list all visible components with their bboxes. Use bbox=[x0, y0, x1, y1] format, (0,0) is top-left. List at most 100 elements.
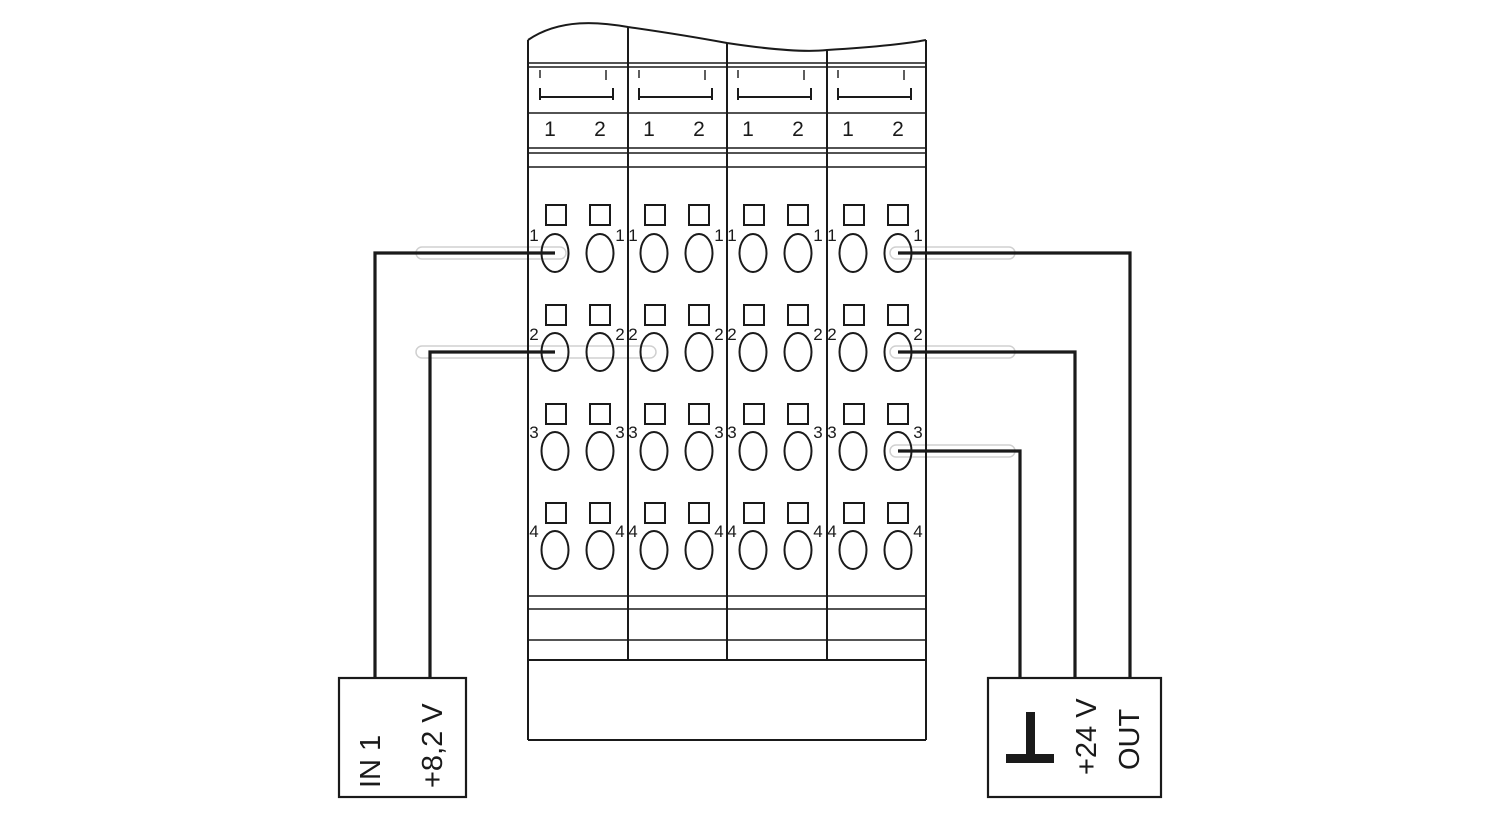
terminal-clamp[interactable] bbox=[684, 530, 714, 570]
terminal-number: 1 bbox=[913, 226, 922, 245]
test-point bbox=[589, 204, 611, 226]
terminal-number: 1 bbox=[813, 226, 822, 245]
wires bbox=[373, 251, 1132, 678]
test-point bbox=[644, 502, 666, 524]
input-label-voltage: +8,2 V bbox=[417, 703, 449, 788]
test-point bbox=[743, 502, 765, 524]
terminal-clamp[interactable] bbox=[540, 530, 570, 570]
terminal-clamp[interactable] bbox=[684, 332, 714, 372]
test-point bbox=[545, 204, 567, 226]
terminal-number: 2 bbox=[529, 325, 538, 344]
bridge-jumper-icon bbox=[837, 70, 912, 100]
terminal-number: 3 bbox=[714, 423, 723, 442]
terminal-clamp[interactable] bbox=[585, 332, 615, 372]
terminal-row: 2 2 bbox=[529, 304, 625, 372]
test-point bbox=[843, 304, 865, 326]
terminal-clamp[interactable] bbox=[639, 431, 669, 471]
terminal-clamp[interactable] bbox=[783, 530, 813, 570]
test-point bbox=[787, 304, 809, 326]
terminal-clamp[interactable] bbox=[883, 530, 913, 570]
terminal-clamp[interactable] bbox=[738, 530, 768, 570]
terminal-clamp[interactable] bbox=[738, 332, 768, 372]
module: 1 2 1 1 2 2 3 3 bbox=[628, 70, 724, 570]
module: 1 2 1 1 2 2 3 3 bbox=[827, 70, 923, 570]
wire-in1 bbox=[373, 251, 555, 678]
test-point bbox=[644, 204, 666, 226]
header-label: 2 bbox=[792, 118, 804, 141]
output-label-out: OUT bbox=[1114, 709, 1146, 771]
terminal-number: 4 bbox=[827, 522, 836, 541]
terminal-number: 2 bbox=[714, 325, 723, 344]
test-point bbox=[545, 502, 567, 524]
terminal-clamp[interactable] bbox=[585, 530, 615, 570]
test-point bbox=[644, 304, 666, 326]
terminal-number: 1 bbox=[827, 226, 836, 245]
terminal-number: 4 bbox=[628, 522, 637, 541]
terminal-clamp[interactable] bbox=[838, 332, 868, 372]
terminal-block-housing bbox=[527, 22, 927, 741]
test-point bbox=[787, 204, 809, 226]
terminal-number: 2 bbox=[913, 325, 922, 344]
test-point bbox=[787, 502, 809, 524]
terminal-row: 2 2 bbox=[628, 304, 724, 372]
test-point bbox=[688, 204, 710, 226]
terminal-clamp[interactable] bbox=[639, 332, 669, 372]
terminal-row: 4 4 bbox=[727, 502, 823, 570]
test-point bbox=[743, 204, 765, 226]
terminal-number: 2 bbox=[813, 325, 822, 344]
test-point bbox=[743, 304, 765, 326]
terminal-clamp[interactable] bbox=[540, 431, 570, 471]
terminal-row: 2 2 bbox=[727, 304, 823, 372]
wire-out bbox=[898, 251, 1132, 678]
terminal-clamp[interactable] bbox=[639, 233, 669, 273]
terminal-clamp[interactable] bbox=[783, 431, 813, 471]
test-point bbox=[688, 403, 710, 425]
test-point bbox=[887, 304, 909, 326]
terminal-number: 4 bbox=[714, 522, 723, 541]
terminal-clamp[interactable] bbox=[639, 530, 669, 570]
bridge-jumper-icon bbox=[737, 70, 812, 100]
terminal-row: 4 4 bbox=[827, 502, 923, 570]
terminal-clamp[interactable] bbox=[684, 431, 714, 471]
test-point bbox=[688, 502, 710, 524]
terminal-clamp[interactable] bbox=[838, 431, 868, 471]
terminal-number: 1 bbox=[529, 226, 538, 245]
header-label: 2 bbox=[892, 118, 904, 141]
bridge-jumper-icon bbox=[539, 70, 614, 100]
terminal-row: 2 2 bbox=[827, 304, 923, 372]
input-device-box bbox=[337, 676, 468, 799]
terminal-number: 3 bbox=[529, 423, 538, 442]
terminal-number: 3 bbox=[913, 423, 922, 442]
terminal-number: 2 bbox=[615, 325, 624, 344]
header-label: 1 bbox=[842, 118, 854, 141]
wire-24v bbox=[898, 350, 1077, 678]
terminal-number: 2 bbox=[628, 325, 637, 344]
terminal-clamp[interactable] bbox=[783, 332, 813, 372]
terminal-clamp[interactable] bbox=[585, 431, 615, 471]
terminal-clamp[interactable] bbox=[738, 431, 768, 471]
ground-icon bbox=[1006, 712, 1054, 763]
terminal-clamp[interactable] bbox=[738, 233, 768, 273]
header-label: 1 bbox=[544, 118, 556, 141]
terminal-clamp[interactable] bbox=[684, 233, 714, 273]
terminal-row: 3 3 bbox=[628, 403, 724, 471]
terminal-clamp[interactable] bbox=[838, 233, 868, 273]
test-point bbox=[843, 502, 865, 524]
terminal-row: 3 3 bbox=[529, 403, 625, 471]
test-point bbox=[688, 304, 710, 326]
input-label-in1: IN 1 bbox=[355, 735, 387, 788]
test-point bbox=[887, 204, 909, 226]
header-label: 1 bbox=[643, 118, 655, 141]
test-point bbox=[644, 403, 666, 425]
terminal-clamp[interactable] bbox=[585, 233, 615, 273]
terminal-row: 1 1 bbox=[727, 204, 823, 273]
terminal-clamp[interactable] bbox=[838, 530, 868, 570]
test-point bbox=[545, 403, 567, 425]
terminal-number: 4 bbox=[913, 522, 922, 541]
terminal-number: 2 bbox=[827, 325, 836, 344]
test-point bbox=[589, 502, 611, 524]
terminal-clamp[interactable] bbox=[783, 233, 813, 273]
test-point bbox=[887, 403, 909, 425]
